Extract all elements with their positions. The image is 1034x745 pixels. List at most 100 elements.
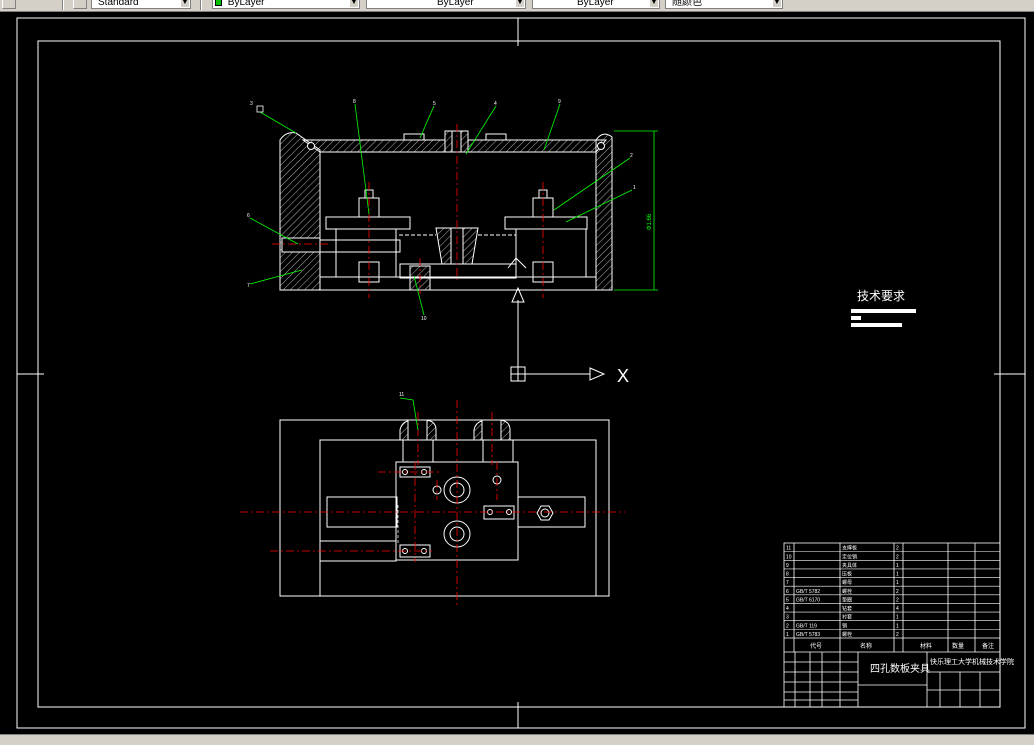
header-material: 材料 [920, 642, 932, 650]
parts-row-name: 螺栓 [842, 588, 852, 595]
parts-row-qty: 2 [896, 589, 899, 595]
plotstyle-value: 随颜色 [672, 0, 702, 8]
properties-toolbar: Standard ▼ ByLayer ▼ ByLayer ▼ ByLayer ▼… [0, 0, 1034, 12]
title-block-grid [783, 542, 1001, 708]
balloon-4: 4 [494, 101, 497, 107]
parts-row-code: GB/T 5783 [796, 632, 820, 638]
parts-row-no: 8 [786, 572, 789, 578]
parts-row-qty: 1 [896, 623, 899, 629]
parts-row-qty: 4 [896, 606, 899, 612]
parts-list-header: 代号 名称 材料 数量 备注 [810, 642, 994, 650]
plotstyle-select[interactable]: 随颜色 ▼ [665, 0, 783, 9]
balloon-8: 8 [353, 99, 356, 105]
parts-row-name: 钻套 [842, 605, 852, 612]
parts-row-name: 压板 [842, 571, 852, 578]
school-name: 快乐理工大学机械技术学院 [930, 657, 1014, 666]
leader-balloons: 3 8 5 4 9 2 1 6 7 10 [247, 99, 636, 322]
front-centerlines [272, 124, 544, 298]
top-view-outline [279, 419, 610, 597]
parts-row-no: 2 [786, 623, 789, 629]
fixture-body-section [279, 130, 613, 291]
balloon-5: 5 [433, 101, 436, 107]
parts-row-code: GB/T 6170 [796, 597, 820, 603]
parts-row-name: 支撑板 [842, 545, 857, 552]
parts-row-no: 5 [786, 597, 789, 603]
linetype-value: ByLayer [437, 0, 474, 8]
inner-mechanism [281, 151, 597, 291]
tech-requirements-lines [851, 309, 916, 327]
color-value: ByLayer [227, 0, 265, 8]
leader-lines [249, 103, 633, 316]
parts-row-no: 10 [786, 554, 792, 560]
chevron-down-icon: ▼ [516, 0, 524, 7]
front-view[interactable]: Φ1.66 3 8 5 4 9 2 1 6 7 10 [247, 99, 658, 322]
lineweight-select[interactable]: ByLayer ▼ [532, 0, 660, 9]
top-view-centerlines [240, 400, 625, 608]
linetype-select[interactable]: ByLayer ▼ [366, 0, 526, 9]
balloon-1: 1 [633, 185, 636, 191]
text-style-select[interactable]: Standard ▼ [91, 0, 191, 9]
parts-row-no: 4 [786, 606, 789, 612]
balloon-7: 7 [247, 283, 250, 289]
tech-requirements-title: 技术要求 [857, 289, 905, 303]
color-select[interactable]: ByLayer ▼ [212, 0, 360, 9]
balloon-marker [256, 105, 264, 113]
parts-row-name: 螺母 [842, 579, 852, 586]
drawing-canvas[interactable]: Φ1.66 3 8 5 4 9 2 1 6 7 10 [0, 12, 1034, 734]
parts-row-qty: 1 [896, 572, 899, 578]
balloon-11: 11 [399, 392, 404, 398]
status-bar [0, 734, 1034, 745]
top-view-leader [399, 397, 419, 431]
dimension-height [614, 130, 658, 291]
chevron-down-icon: ▼ [773, 0, 781, 7]
text-style-icon[interactable] [73, 0, 87, 9]
parts-row-no: 11 [786, 546, 791, 552]
parts-row-qty: 2 [896, 632, 899, 638]
chevron-down-icon: ▼ [650, 0, 658, 7]
parts-row-no: 1 [786, 632, 789, 638]
header-code: 代号 [810, 642, 822, 650]
dimension-label: Φ1.66 [647, 213, 653, 230]
parts-row-name: 垫圈 [842, 596, 852, 603]
parts-row-no: 3 [786, 615, 789, 621]
balloon-10: 10 [421, 316, 427, 322]
toolbar-button-left[interactable] [2, 0, 16, 9]
parts-row-no: 6 [786, 589, 789, 595]
balloon-9: 9 [558, 99, 561, 105]
chevron-down-icon: ▼ [181, 0, 189, 7]
parts-row-code: GB/T 119 [796, 623, 817, 629]
lineweight-value: ByLayer [577, 0, 614, 8]
ucs-icon [510, 286, 606, 382]
header-qty: 数量 [952, 642, 964, 650]
header-name: 名称 [860, 642, 872, 650]
toolbar-separator [62, 0, 64, 10]
balloon-3: 3 [250, 101, 253, 107]
parts-row-name: 夹具体 [842, 562, 857, 569]
parts-row-qty: 2 [896, 597, 899, 603]
toolbar-separator [200, 0, 202, 10]
parts-row-code: GB/T 5782 [796, 589, 820, 595]
parts-row-name: 螺栓 [842, 631, 852, 638]
parts-row-qty: 1 [896, 615, 899, 621]
balloon-6: 6 [247, 213, 250, 219]
parts-row-qty: 1 [896, 563, 899, 569]
parts-row-no: 7 [786, 580, 789, 586]
parts-row-qty: 2 [896, 546, 899, 552]
text-style-value: Standard [98, 0, 139, 8]
parts-row-name: 定位销 [842, 553, 857, 560]
parts-row-qty: 2 [896, 554, 899, 560]
parts-row-name: 衬套 [842, 614, 852, 621]
parts-row-name: 销 [842, 622, 847, 629]
header-remark: 备注 [982, 642, 994, 650]
top-view[interactable]: 11 [240, 392, 625, 608]
color-swatch [215, 0, 222, 6]
parts-row-no: 9 [786, 563, 789, 569]
balloon-2: 2 [630, 153, 633, 159]
parts-row-qty: 1 [896, 580, 899, 586]
ucs-x-label: X [617, 366, 629, 386]
sheet-border [16, 17, 1026, 729]
drawing-name: 四孔数板夹具 [870, 662, 930, 675]
chevron-down-icon: ▼ [350, 0, 358, 7]
